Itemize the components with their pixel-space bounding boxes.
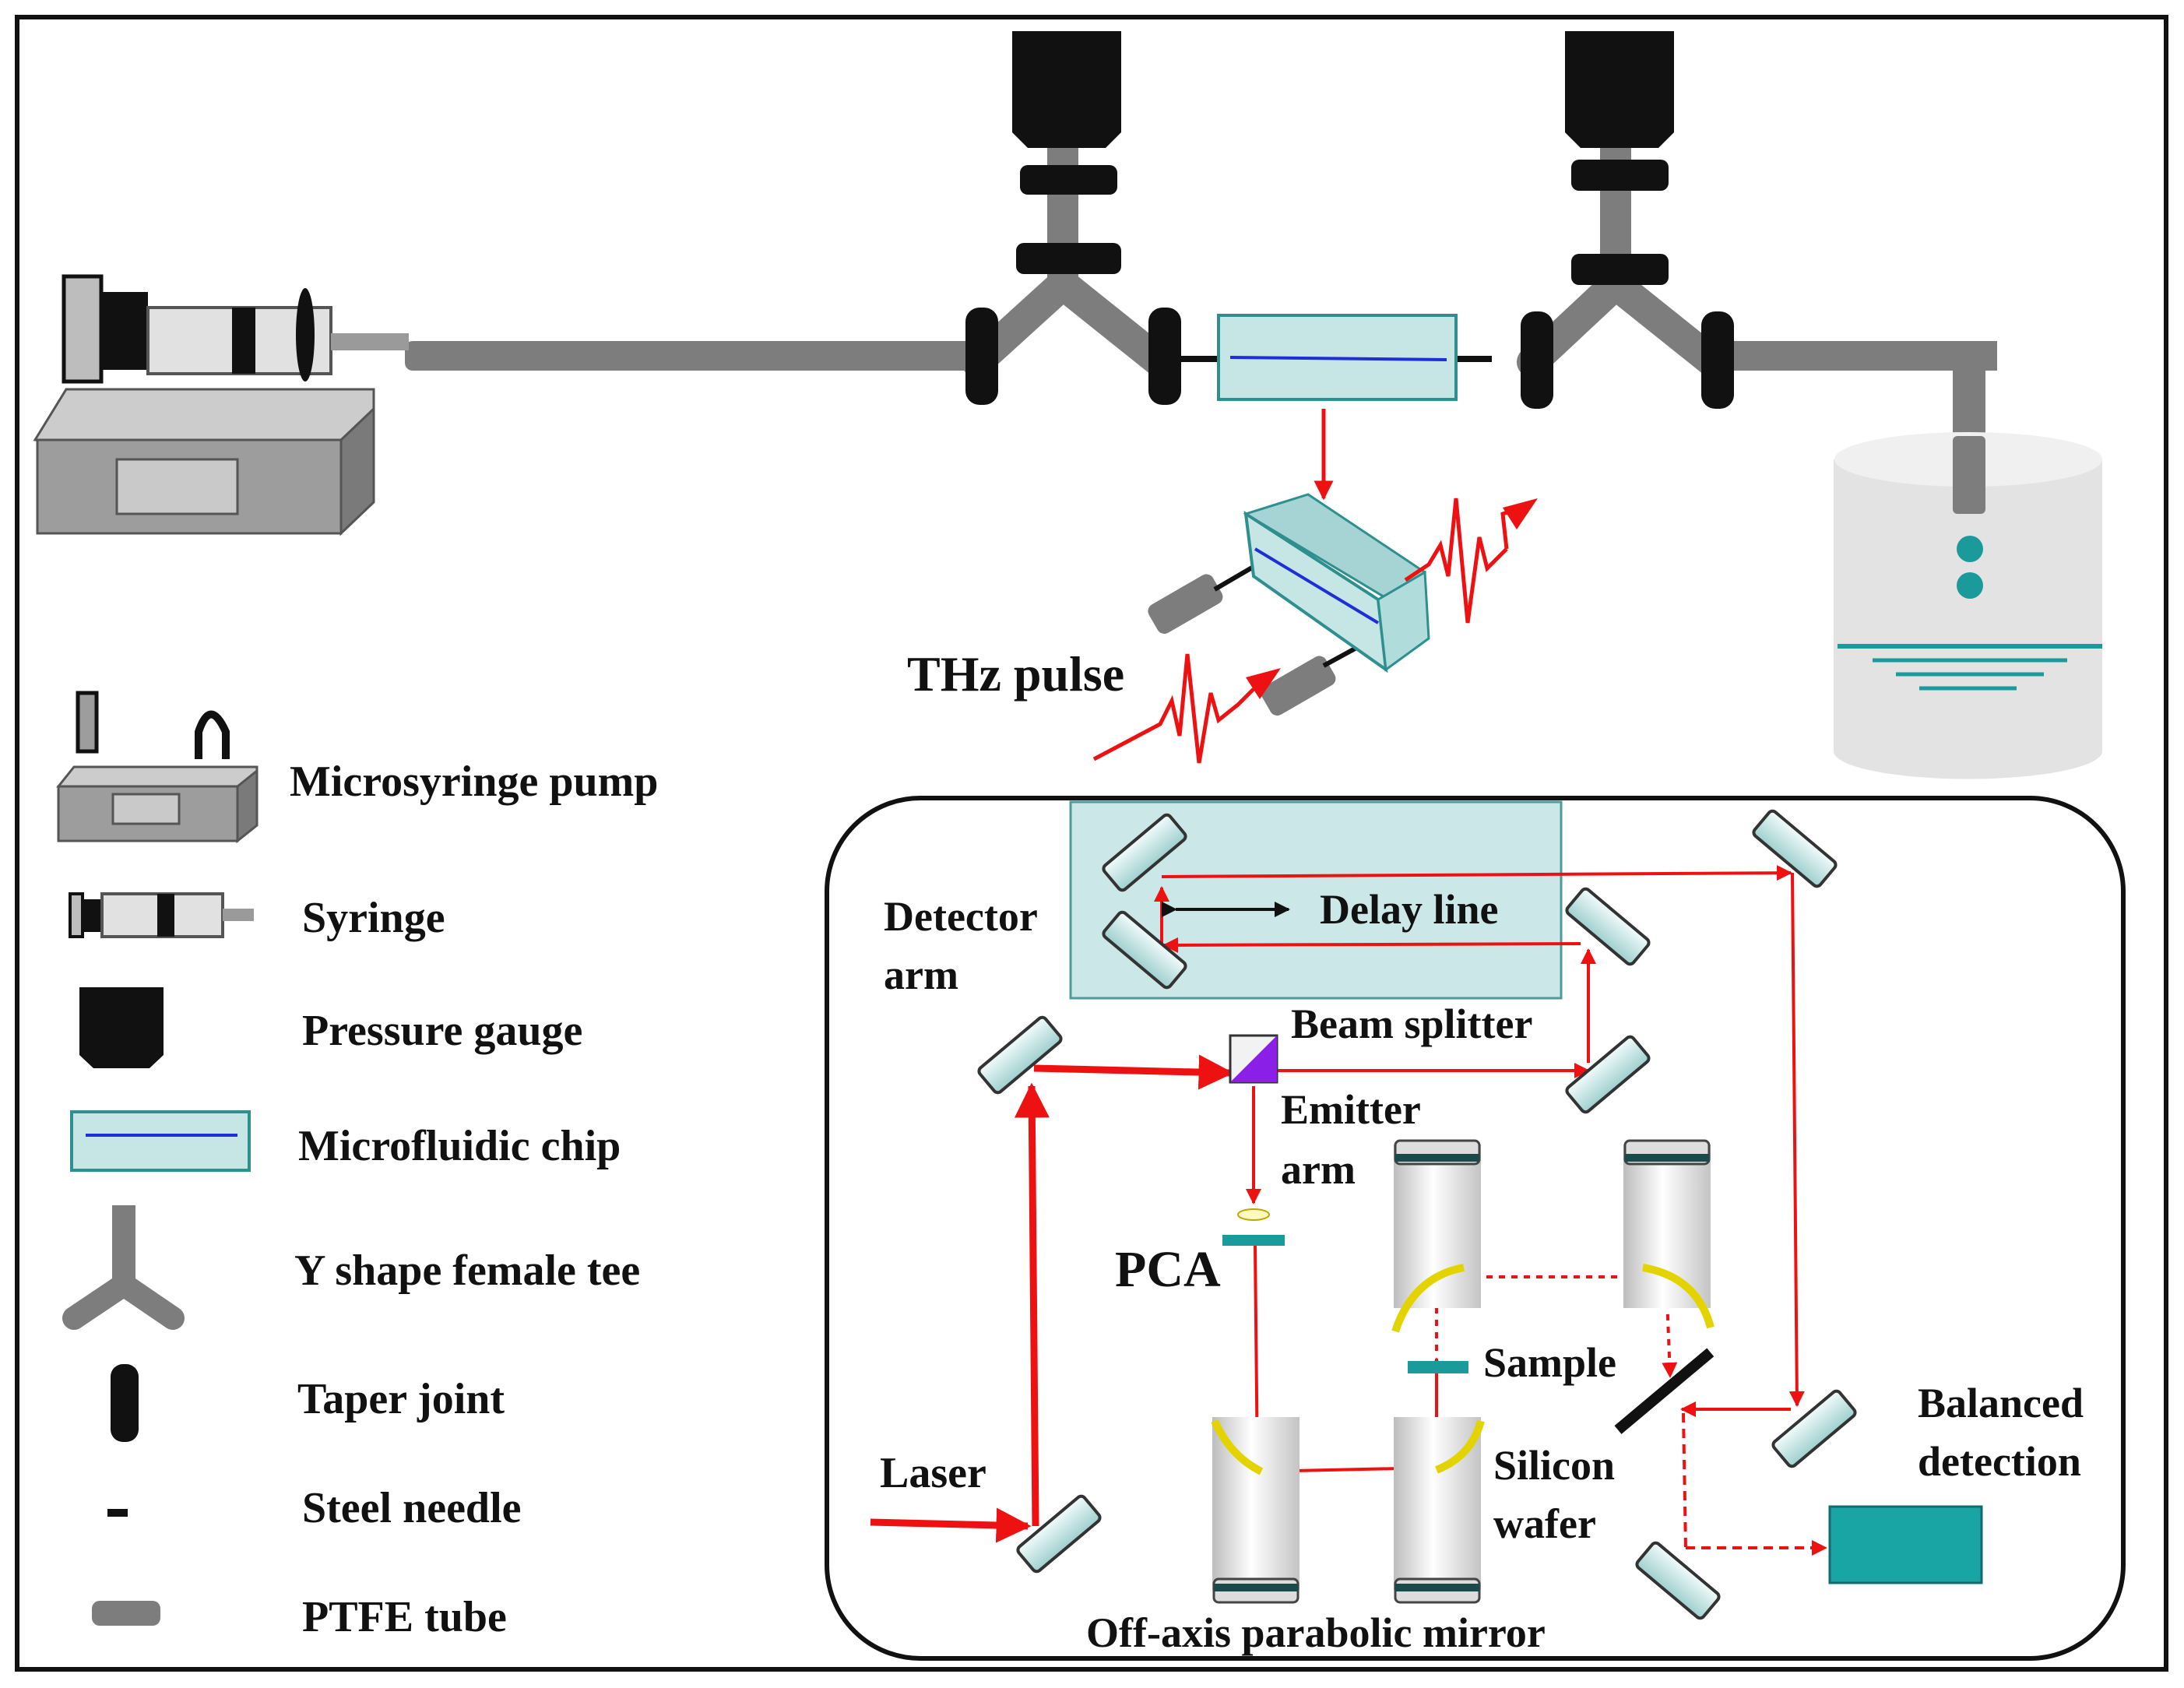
fluidic-line <box>33 31 2102 779</box>
legend-label-ptfe: PTFE tube <box>302 1593 507 1641</box>
ptfe-tube-right <box>1729 341 1997 371</box>
balanced-detection-label-2: detection <box>1918 1438 2081 1485</box>
sample-holder <box>1408 1361 1468 1373</box>
system-enclosure <box>825 796 2126 1661</box>
y-tee-1 <box>962 31 1181 405</box>
syringe-icon <box>69 892 254 938</box>
pressure-gauge-1 <box>1012 31 1121 148</box>
silicon-wafer-label-1: Silicon <box>1493 1442 1615 1489</box>
microsyringe-pump-icon <box>56 691 258 844</box>
microsyringe-pump <box>33 388 375 536</box>
balanced-detector <box>1828 1505 1983 1584</box>
legend-label-gauge: Pressure gauge <box>302 1007 582 1055</box>
thz-system: Detector arm Delay line Beam splitter Em… <box>825 796 2126 1661</box>
chip-detail: THz pulse <box>907 409 1538 764</box>
taper-joint-3 <box>1521 311 1553 409</box>
pressure-gauge-2 <box>1565 31 1674 148</box>
y-tee-2 <box>1517 31 1734 409</box>
legend-label-taper: Taper joint <box>297 1375 505 1423</box>
balanced-detection-label-1: Balanced <box>1918 1380 2084 1426</box>
off-axis-mirror-stages <box>1211 1139 1714 1604</box>
pca <box>1222 1208 1285 1246</box>
y-tee-icon <box>62 1205 185 1330</box>
taper-joint-4 <box>1701 311 1734 409</box>
legend-label-tee: Y shape female tee <box>294 1247 640 1295</box>
thz-pulse-in <box>1092 653 1255 764</box>
syringe <box>62 274 409 384</box>
legend-label-chip: Microfluidic chip <box>298 1122 621 1170</box>
laser-label: Laser <box>880 1449 986 1497</box>
off-axis-mirror-label: Off-axis parabolic mirror <box>1086 1609 1546 1656</box>
beam-splitter <box>1229 1034 1278 1084</box>
delay-line-label: Delay line <box>1320 886 1498 933</box>
taper-joint-icon <box>111 1364 139 1442</box>
legend-label-syringe: Syringe <box>302 894 445 942</box>
sample-label: Sample <box>1483 1339 1616 1386</box>
detector-arm-label-1: Detector <box>884 893 1038 940</box>
ptfe-tube-main <box>405 341 989 371</box>
microfluidic-chip <box>1217 314 1458 401</box>
taper-joint-1 <box>965 308 998 405</box>
chip-zoomed <box>1243 493 1430 673</box>
outer-frame <box>15 15 2168 1672</box>
legend-label-pump: Microsyringe pump <box>290 758 658 806</box>
taper-joint-2 <box>1148 308 1181 405</box>
microfluidic-chip-icon <box>70 1110 251 1172</box>
legend: Microsyringe pump Syringe Pressure gauge… <box>56 691 658 1641</box>
pca-label: PCA <box>1115 1241 1221 1298</box>
detector-arm-label-2: arm <box>884 951 958 998</box>
pressure-gauge-icon <box>79 987 164 1068</box>
ptfe-tube-icon <box>92 1601 160 1626</box>
legend-label-needle: Steel needle <box>302 1484 521 1532</box>
silicon-wafer <box>1614 1348 1714 1434</box>
thz-pulse-label: THz pulse <box>907 646 1124 702</box>
emitter-arm-label-1: Emitter <box>1281 1086 1421 1133</box>
steel-needle-icon <box>107 1509 128 1517</box>
beam-splitter-label: Beam splitter <box>1291 1000 1532 1047</box>
thz-pulse-out <box>1404 498 1508 624</box>
emitter-arm-label-2: arm <box>1281 1146 1356 1193</box>
silicon-wafer-label-2: wafer <box>1493 1500 1596 1547</box>
flat-mirrors <box>977 809 1857 1620</box>
